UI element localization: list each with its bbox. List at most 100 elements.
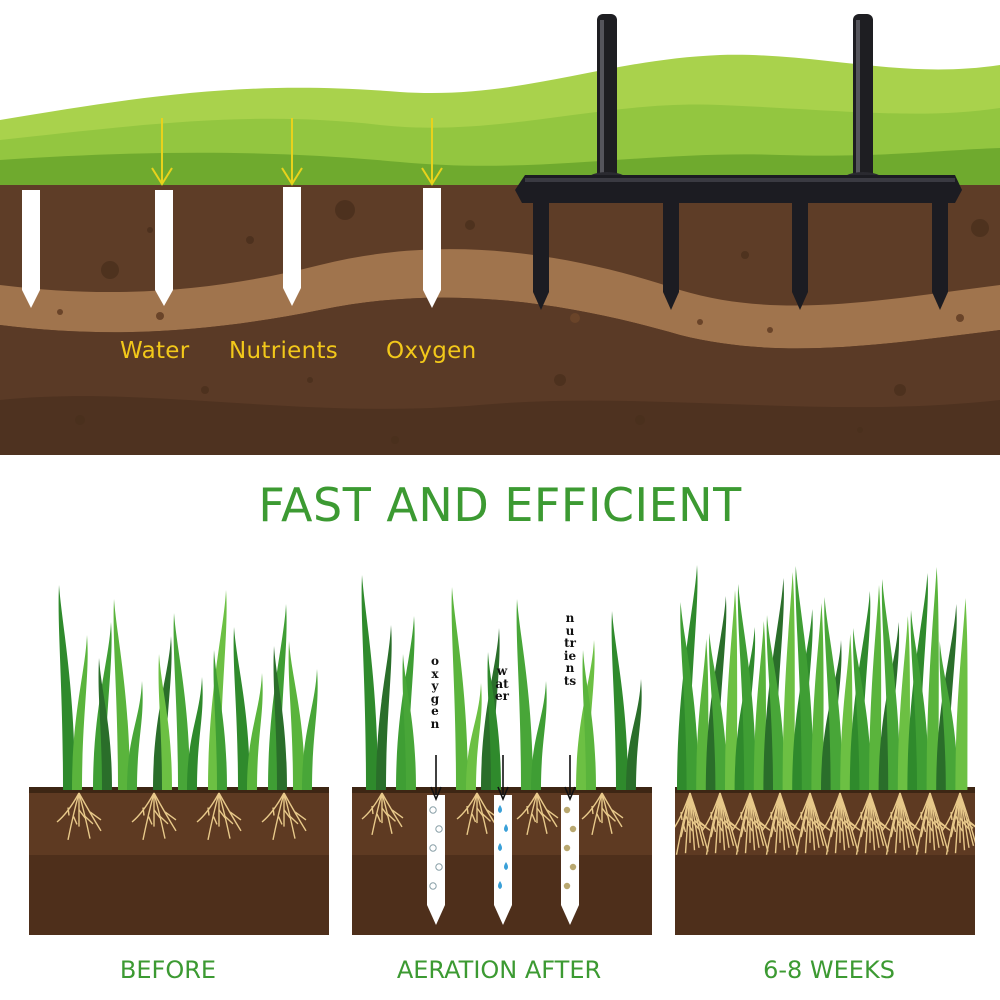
root-icon [731,792,771,855]
grass-blade-icon [926,567,939,790]
soil-band-light [0,249,1000,349]
grass-blade-icon [782,572,795,790]
grass-blade-icon [113,599,130,790]
label-water: Water [120,338,190,364]
panel-aeration-illustration [352,575,652,935]
root-icon [361,792,404,836]
grass-blade-icon [302,669,318,790]
soil-speckles [75,200,989,444]
grass-blade-icon [361,575,378,790]
grass-blade-icon [725,590,738,790]
root-icon [851,792,891,855]
grass-blade-icon [753,621,766,790]
panel-soil-edge [352,787,652,793]
root-icon [131,792,177,840]
grass-blade-icon [516,599,533,790]
label-nutrients: Nutrients [229,338,339,364]
panel-soil-deep [675,855,975,935]
caption-aeration: AERATION AFTER [396,956,602,984]
grass-blade-icon [582,650,596,790]
grass-blade-icon [273,646,287,790]
root-icon [911,792,951,855]
label-oxygen: Oxygen [386,338,477,364]
grass-blade-icon [626,679,642,790]
grass-blade-icon [811,603,824,790]
nutrient-dot [563,844,571,852]
grass-blade-icon [233,627,250,790]
nutrient-dot [563,806,571,814]
root-icon [941,792,975,855]
oxygen-bubble [429,882,437,890]
root-icon [675,792,711,855]
root-icon [581,792,624,836]
grass-blade-icon [795,566,814,790]
water-drop [498,805,502,813]
grass-blade-icon [466,683,482,790]
grass-blade-icon [737,584,757,790]
oxygen-bubble [435,825,443,833]
nutrient-dot [569,825,577,833]
aeration-hole [494,795,512,925]
grass-blade-icon [187,677,203,790]
grass-blade-icon [824,597,843,790]
vertical-label-oxygen: oxygen [430,654,440,731]
arrow-head [430,786,442,802]
soil-cross-section-illustration [0,0,1000,455]
grass-blade-icon [288,641,305,790]
root-icon [791,792,831,855]
soil-band-deep [0,396,1000,455]
vertical-label-nutrients: nutrients [563,611,577,688]
water-drop [498,843,502,851]
grass-blade-icon [881,579,901,790]
grass-blade-icon [853,628,872,790]
panel-weeks-illustration [675,565,975,935]
grass-blade-icon [709,633,728,790]
arrow-down-icon [151,118,443,186]
aeration-holes [22,187,441,308]
nutrient-dot [569,863,577,871]
grass-blade-icon [487,652,501,790]
water-drop [498,881,502,889]
water-drop [504,824,508,832]
nutrient-dot [563,882,571,890]
root-icon [56,792,102,840]
grass-blade-icon [58,585,75,790]
grass-blade-icon [910,610,929,790]
grass-blade-icon [451,587,468,790]
soil-band-speckles [57,309,964,333]
caption-weeks: 6-8 WEEKS [763,956,895,984]
caption-before: BEFORE [119,956,217,984]
grass-blade-icon [840,634,853,790]
arrow-head [497,786,509,802]
oxygen-bubble [429,844,437,852]
grass-blade-icon [531,681,547,790]
aeration-hole [561,795,579,925]
grass-blade-icon [127,681,143,790]
grass-blade-icon [376,625,392,790]
grass-blade-icon [173,613,190,790]
root-icon [196,792,242,840]
root-icon [821,792,861,855]
root-icon [701,792,741,855]
grass-blade-icon [766,615,785,790]
water-drop [504,862,508,870]
root-icon [516,792,559,836]
headline: FAST AND EFFICIENT [258,478,742,532]
grass-blade-icon [869,585,882,790]
grass-blade-icon [680,602,699,790]
grass-blade-icon [955,598,968,790]
grass-blade-icon [158,654,172,790]
oxygen-bubble [435,863,443,871]
grass-blade-icon [897,616,910,790]
grass-blade-icon [247,673,263,790]
grass-blade-icon [696,639,709,790]
aeration-hole [427,795,445,925]
root-icon [881,792,921,855]
root-icon [261,792,307,840]
oxygen-bubble [429,806,437,814]
grass-blade-icon [939,641,958,790]
arrow-head [564,786,576,802]
aerator-tool-icon [515,14,962,310]
panel-before-illustration [29,585,329,935]
grass-blade-icon [213,650,227,790]
